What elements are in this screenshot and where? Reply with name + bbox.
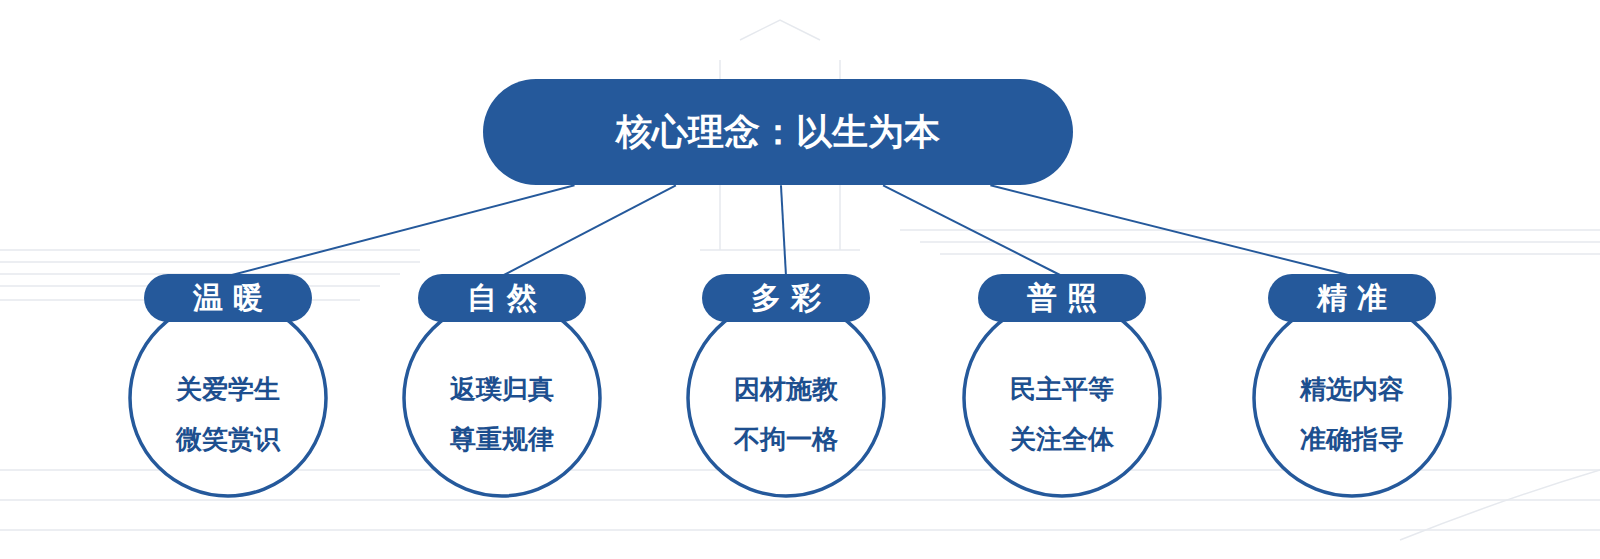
heading-pill: 自然: [418, 274, 586, 322]
connector-line: [781, 185, 786, 276]
circle-shape: [688, 300, 884, 496]
heading-pill: 温暖: [144, 274, 312, 322]
connector-line: [502, 185, 676, 276]
circle-shape: [130, 300, 326, 496]
principle-circle: 精准精选内容 准确指导: [1249, 274, 1455, 498]
principle-body: 精选内容 准确指导: [1288, 364, 1416, 464]
connector-line: [228, 185, 575, 276]
circle-shape: [404, 300, 600, 496]
principle-circle: 多彩因材施教 不拘一格: [683, 274, 889, 498]
principle-body: 民主平等 关注全体: [998, 364, 1126, 464]
principle-circle: 自然返璞归真 尊重规律: [399, 274, 605, 498]
core-title: 核心理念：以生为本: [616, 108, 940, 157]
heading-pill: 多彩: [702, 274, 870, 322]
principle-body: 关爱学生 微笑赏识: [164, 364, 292, 464]
circle-shape: [1254, 300, 1450, 496]
principle-body: 因材施教 不拘一格: [722, 364, 850, 464]
heading-pill: 普照: [978, 274, 1146, 322]
circle-shape: [964, 300, 1160, 496]
principle-body: 返璞归真 尊重规律: [438, 364, 566, 464]
principle-heading: 精准: [1317, 278, 1398, 319]
core-pill: 核心理念：以生为本: [483, 79, 1073, 185]
principle-circle: 普照民主平等 关注全体: [959, 274, 1165, 498]
principle-heading: 多彩: [751, 278, 832, 319]
connector-line: [990, 185, 1352, 276]
principle-circle: 温暖关爱学生 微笑赏识: [125, 274, 331, 498]
principle-heading: 自然: [467, 278, 548, 319]
connector-line: [883, 185, 1062, 276]
principle-heading: 普照: [1027, 278, 1108, 319]
principle-heading: 温暖: [193, 278, 274, 319]
heading-pill: 精准: [1268, 274, 1436, 322]
